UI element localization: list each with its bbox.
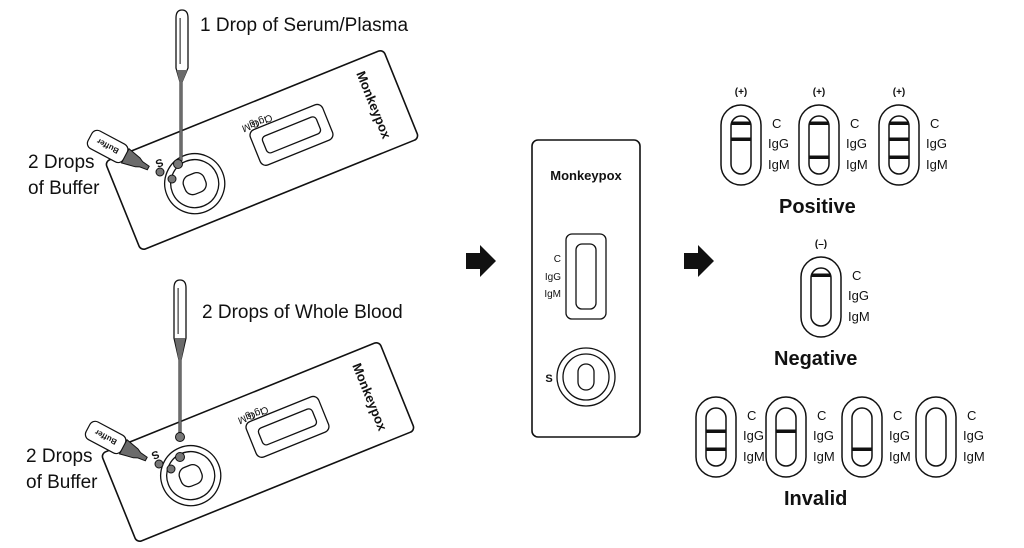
category-negative: Negative [774,348,858,370]
cassette-tilted-bottom: Monkeypox C IgG IgM S [101,342,415,542]
line-label-igm: IgM [544,289,561,300]
result-strip-positive: (+) C IgG IgM [720,87,790,186]
instruction-buffer-top-line2: of Buffer [28,178,100,199]
test-line-igg [731,137,751,141]
strip-window [925,407,947,467]
line-label-igm: IgM [743,449,765,464]
instruction-serum-plasma: 1 Drop of Serum/Plasma [200,15,409,36]
arrow-right-icon [466,245,496,277]
test-line-igg [889,137,909,141]
result-strip-invalid: C IgG IgM [915,396,985,478]
result-sign: (–) [815,239,827,250]
result-window [261,116,322,154]
sample-pad [577,363,595,391]
line-label-igg: IgG [545,272,561,283]
line-label-igg: IgG [768,136,789,151]
strip-window [775,407,797,467]
buffer-bottle-icon: Buffer [86,129,150,171]
test-line-c [731,121,751,125]
strip-window [808,115,830,175]
line-label-c: C [772,116,781,131]
cassette-tilted-top: Monkeypox C IgG IgM S [105,50,419,250]
buffer-drop [166,464,176,474]
test-line-c [809,121,829,125]
line-label-igg: IgG [743,428,764,443]
line-label-igm: IgM [963,449,985,464]
sample-drop [175,432,185,442]
instruction-whole-blood: 2 Drops of Whole Blood [202,302,403,323]
line-label-igg: IgG [963,428,984,443]
line-label-igg: IgG [848,288,869,303]
test-line-igg [706,429,726,433]
category-positive: Positive [779,196,856,218]
pipette-icon [173,279,187,433]
line-label-igm: IgM [926,157,948,172]
buffer-drop [154,459,164,469]
line-label-c: C [817,408,826,423]
line-label-c: C [967,408,976,423]
pipette-icon [175,9,189,161]
result-window [257,408,318,446]
strip-window [851,407,873,467]
buffer-drop [167,174,177,184]
line-label-c: C [259,403,270,416]
result-strip-invalid: C IgG IgM [695,396,765,478]
instruction-buffer-top-line1: 2 Drops [28,152,95,173]
line-label-igg: IgG [926,136,947,151]
line-label-igg: IgG [846,136,867,151]
cassette-brand: Monkeypox [550,168,622,183]
line-label-igg: IgG [889,428,910,443]
strip-window [888,115,910,175]
line-label-c: C [893,408,902,423]
test-line-c [811,273,831,277]
test-line-c [889,121,909,125]
cassette-upright: Monkeypox C IgG IgM S [531,139,641,438]
sample-well-label: S [154,155,165,169]
test-line-igm [889,155,909,159]
strip-window [730,115,752,175]
strip-window [705,407,727,467]
sample-well-label: S [150,447,161,461]
line-label-igm: IgM [846,157,868,172]
sample-pad [178,464,203,488]
result-sign: (+) [735,87,748,98]
line-label-c: C [930,116,939,131]
result-window [575,243,597,310]
instruction-buffer-bottom-line2: of Buffer [26,472,98,493]
sample-drop [175,452,185,462]
line-label-c: C [263,111,274,124]
result-strip-invalid: C IgG IgM [841,396,911,478]
buffer-bottle-icon: Buffer [84,420,148,462]
result-strips: (+) C IgG IgM (+) C IgG IgM (+) C IgG IgM (–) C IgG IgM… [695,87,985,478]
buffer-drop [155,167,165,177]
result-strip-positive: (+) C IgG IgM [798,87,868,186]
test-line-igg [776,429,796,433]
sample-well-label: S [545,373,552,385]
line-label-c: C [747,408,756,423]
line-label-igm: IgM [813,449,835,464]
test-line-igm [852,447,872,451]
line-label-igg: IgG [813,428,834,443]
category-invalid: Invalid [784,488,848,510]
sample-pad [182,172,207,196]
line-label-igm: IgM [889,449,911,464]
instruction-buffer-bottom-line1: 2 Drops [26,446,93,467]
result-sign: (+) [893,87,906,98]
line-label-c: C [850,116,859,131]
result-sign: (+) [813,87,826,98]
result-strip-invalid: C IgG IgM [765,396,835,478]
test-line-igm [809,155,829,159]
line-label-c: C [852,268,861,283]
step-whole-blood: Monkeypox C IgG IgM S Buffer [84,279,415,542]
line-label-igm: IgM [848,309,870,324]
step-serum-plasma: Monkeypox C IgG IgM S Buffer [86,9,419,250]
result-strip-positive: (+) C IgG IgM [878,87,948,186]
test-line-igm [706,447,726,451]
strip-window [810,267,832,327]
sample-drop [173,159,183,169]
result-strip-negative: (–) C IgG IgM [800,239,870,338]
line-label-igm: IgM [768,157,790,172]
line-label-c: C [554,254,561,265]
arrow-right-icon [684,245,714,277]
